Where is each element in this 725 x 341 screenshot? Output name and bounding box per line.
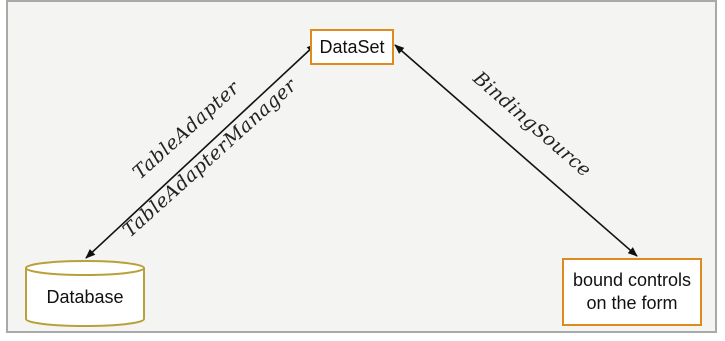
database-label: Database — [46, 287, 123, 307]
dataset-bound-controls-arrow — [394, 44, 638, 257]
bound-controls-box: bound controls on the form — [562, 258, 702, 326]
database-dataset-arrow — [85, 43, 317, 259]
dataset-box: DataSet — [310, 29, 394, 65]
database-cylinder: Database — [25, 260, 145, 327]
